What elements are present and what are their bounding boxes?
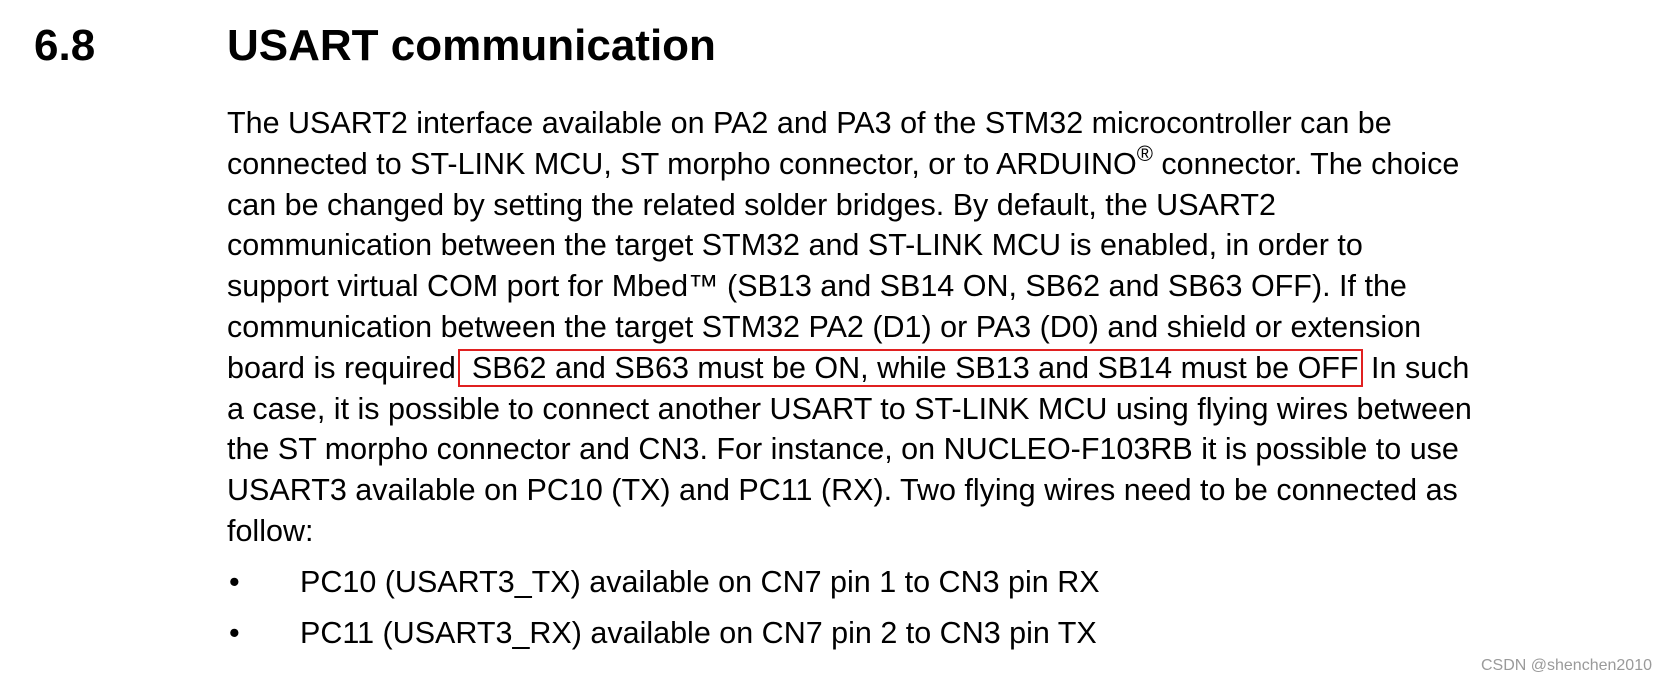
section-number: 6.8 — [34, 21, 96, 70]
section-title: USART communication — [227, 21, 716, 70]
paragraph-line: the ST morpho connector and CN3. For ins… — [227, 432, 1459, 467]
paragraph-line: connected to ST-LINK MCU, ST morpho conn… — [227, 140, 1627, 185]
bullet-icon: • — [229, 565, 240, 599]
paragraph-line-text: connected to ST-LINK MCU, ST morpho conn… — [227, 146, 1137, 181]
paragraph-line: can be changed by setting the related so… — [227, 187, 1276, 222]
paragraph-line-text: In such — [1362, 350, 1470, 385]
paragraph-line-text: board is required — [227, 350, 456, 385]
registered-mark: ® — [1136, 140, 1153, 166]
paragraph-line: support virtual COM port for Mbed™ (SB13… — [227, 269, 1407, 304]
watermark: CSDN @shenchen2010 — [1480, 657, 1652, 674]
paragraph-line: a case, it is possible to connect anothe… — [227, 391, 1472, 426]
bullet-icon: • — [229, 616, 240, 650]
paragraph-line-text: connector. The choice — [1152, 146, 1460, 181]
list-item-text: PC11 (USART3_RX) available on CN7 pin 2 … — [300, 616, 1097, 650]
paragraph-line: follow: — [227, 513, 314, 548]
paragraph-line: The USART2 interface available on PA2 an… — [227, 106, 1392, 140]
highlight-annotation-box: SB62 and SB63 must be ON, while SB13 and… — [457, 348, 1363, 387]
list-item-text: PC10 (USART3_TX) available on CN7 pin 1 … — [300, 565, 1100, 599]
paragraph-line: communication between the target STM32 a… — [227, 228, 1363, 263]
paragraph-line: USART3 available on PC10 (TX) and PC11 (… — [227, 473, 1458, 508]
body-paragraph: The USART2 interface available on PA2 an… — [227, 103, 1627, 552]
paragraph-line: communication between the target STM32 P… — [227, 309, 1422, 344]
